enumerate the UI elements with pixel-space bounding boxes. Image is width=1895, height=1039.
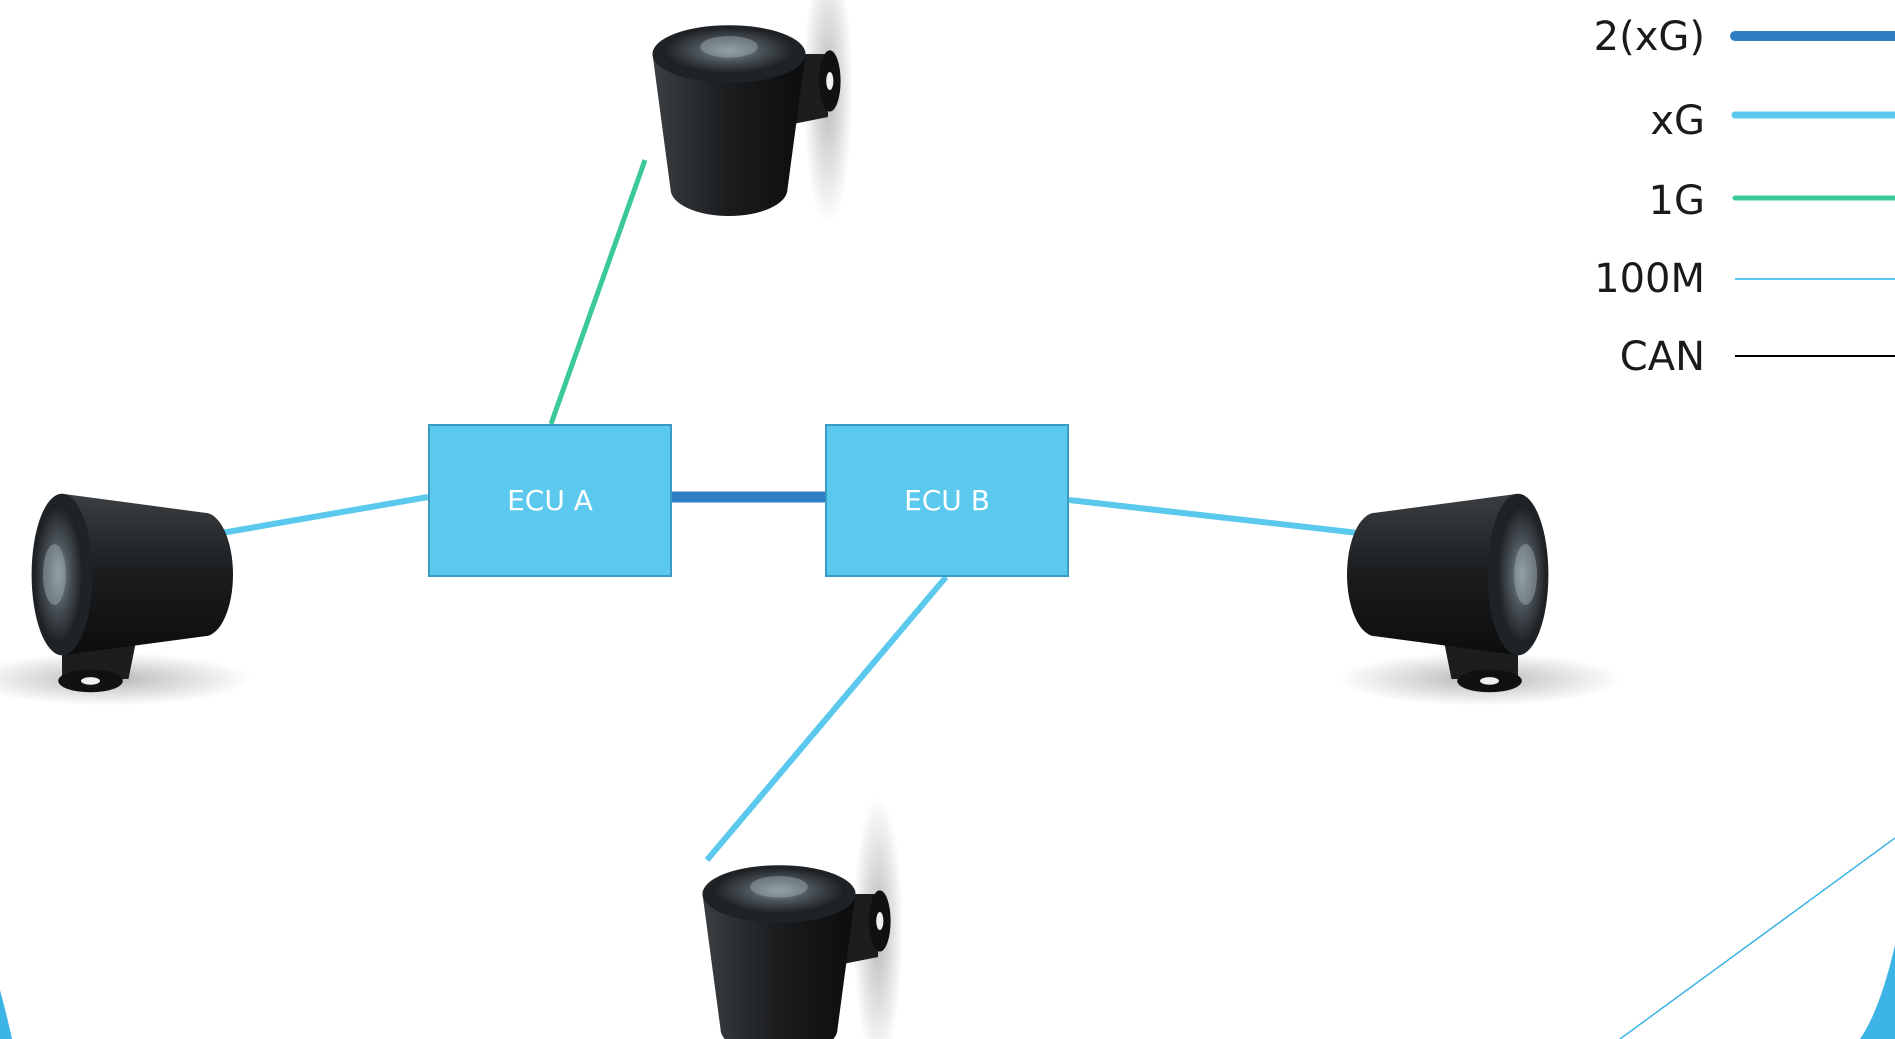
camera-icon: [1337, 493, 1623, 706]
legend-label-100m: 100M: [1594, 256, 1705, 302]
link-ecu-b-cam-bottom: [704, 575, 949, 862]
camera-icon: [652, 0, 854, 225]
legend-label-can: CAN: [1619, 334, 1705, 380]
legend-label-2xg: 2(xG): [1593, 14, 1705, 60]
decor-line: [1619, 837, 1895, 1039]
legend-label-1g: 1G: [1648, 178, 1705, 224]
ecu-b-node: ECU B: [825, 424, 1069, 577]
link-ecu-a-cam-top: [548, 159, 648, 425]
decor-corner: [1860, 945, 1895, 1039]
ecu-a-label: ECU A: [507, 484, 593, 517]
camera-icon: [0, 493, 252, 706]
legend-label-xg: xG: [1650, 98, 1705, 144]
ecu-b-label: ECU B: [904, 484, 990, 517]
decor-corner-left: [0, 990, 12, 1039]
link-ecu-b-cam-right: [1068, 497, 1386, 539]
link-ecu-a-cam-left: [209, 494, 429, 538]
ecu-a-node: ECU A: [428, 424, 672, 577]
